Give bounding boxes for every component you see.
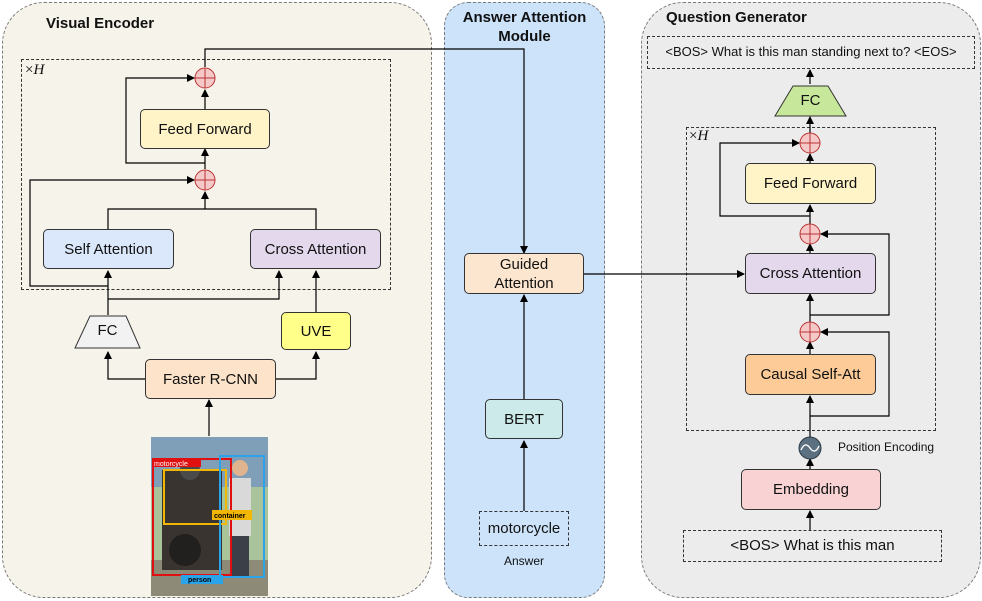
encoder-repeat-block (21, 59, 391, 290)
generator-fc-label: FC (800, 92, 821, 109)
generator-add-node-3 (799, 132, 821, 154)
visual-encoder-title: Visual Encoder (46, 15, 155, 32)
causal-self-att-box: Causal Self-Att (745, 354, 876, 395)
embedding-box: Embedding (741, 469, 881, 510)
generator-add-node-2 (799, 223, 821, 245)
encoder-repeat-label: ×H (25, 62, 44, 79)
faster-rcnn-box: Faster R-CNN (145, 359, 276, 399)
encoder-residual-1 (29, 176, 195, 287)
question-generator-title: Question Generator (666, 9, 807, 26)
arrow-rcnn-to-fc (104, 351, 145, 380)
arrow-encoder-to-guided-attention (204, 48, 528, 254)
encoder-fc-trapezoid (74, 315, 141, 349)
encoder-add-node-2 (194, 67, 216, 89)
generator-residual-2 (810, 230, 890, 316)
answer-attention-title-line2: Module (498, 28, 551, 45)
detection-label-container: container (214, 513, 246, 520)
detection-box-container (163, 469, 227, 525)
guided-attention-box: Guided Attention (464, 253, 584, 294)
detection-label-person: person (188, 577, 211, 584)
position-encoding-label: Position Encoding (838, 440, 935, 454)
answer-attention-title-line1: Answer Attention (462, 9, 587, 26)
answer-label: Answer (503, 554, 544, 568)
line-attention-merge (107, 208, 317, 229)
generator-residual-3 (719, 139, 810, 217)
input-question-text: <BOS> What is this man (730, 537, 895, 554)
generator-add-node-1 (799, 321, 821, 343)
output-question-box (647, 36, 975, 69)
encoder-repeat-var: H (33, 62, 45, 78)
guided-attention-line2: Attention (494, 274, 554, 292)
self-attention-box: Self Attention (43, 229, 174, 269)
encoder-cross-attention-box: Cross Attention (250, 229, 381, 269)
encoder-residual-2 (125, 74, 205, 164)
generator-feed-forward-box: Feed Forward (745, 163, 876, 204)
answer-attention-title: Answer Attention Module (444, 8, 605, 46)
encoder-feed-forward-box: Feed Forward (140, 109, 270, 149)
position-encoding-icon (798, 436, 822, 460)
generator-repeat-block (686, 127, 936, 431)
generator-cross-attention-box: Cross Attention (745, 253, 876, 294)
encoder-add-node-1 (194, 169, 216, 191)
output-question-text: <BOS> What is this man standing next to?… (665, 44, 957, 59)
answer-token-box: motorcycle (479, 511, 569, 546)
generator-repeat-prefix: × (689, 128, 698, 144)
generator-repeat-label: ×H (689, 128, 708, 145)
arrow-rcnn-to-uve (276, 351, 320, 380)
detection-image: motorcycle container person (151, 437, 268, 596)
detection-label-motorcycle: motorcycle (154, 461, 188, 468)
bert-box: BERT (485, 399, 563, 439)
encoder-repeat-prefix: × (25, 62, 34, 78)
encoder-fc-label: FC (97, 322, 118, 339)
guided-attention-line1: Guided (499, 255, 549, 273)
arrow-fc-to-cross-attention (108, 270, 283, 300)
generator-residual-1 (810, 328, 890, 417)
generator-repeat-var: H (697, 128, 709, 144)
input-question-box (683, 530, 942, 562)
generator-fc-trapezoid (774, 85, 847, 117)
uve-box: UVE (281, 312, 351, 350)
